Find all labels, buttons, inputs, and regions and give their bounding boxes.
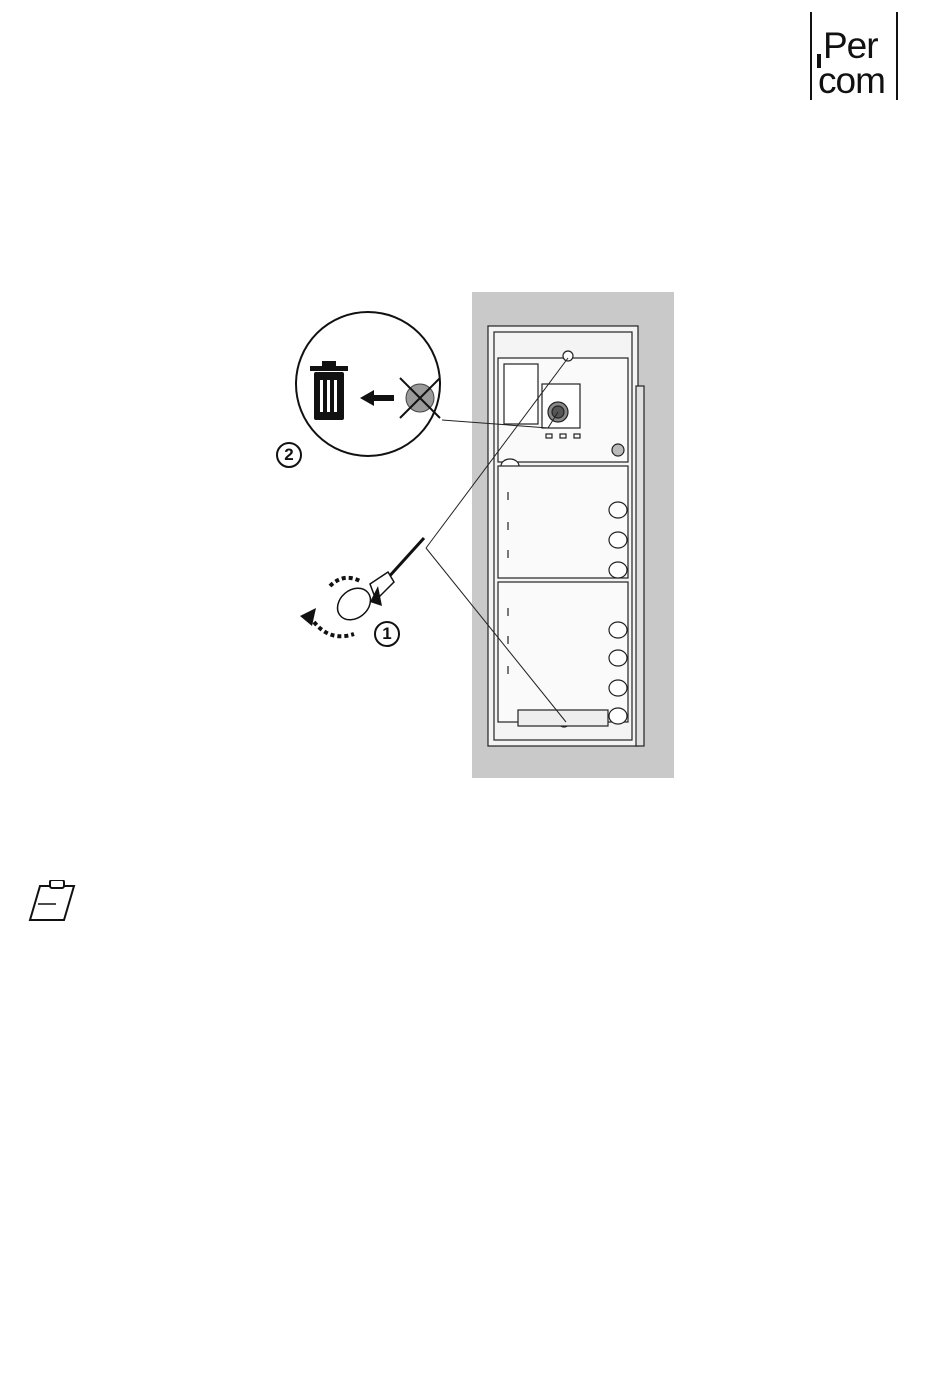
screwdriver-icon [331,538,424,626]
illustration-svg [274,286,674,778]
trash-bin-icon [310,361,348,420]
step-2-marker: 2 [276,442,302,468]
door-panel [488,326,644,746]
clipboard-note-icon [26,880,78,924]
logo-bar-left [810,12,812,100]
installation-illustration: 2 1 [274,286,674,778]
logo-text-line2: com [818,64,885,98]
logo-bar-right [896,12,898,100]
step-1-marker: 1 [374,621,400,647]
percom-logo: Per com [810,12,900,100]
